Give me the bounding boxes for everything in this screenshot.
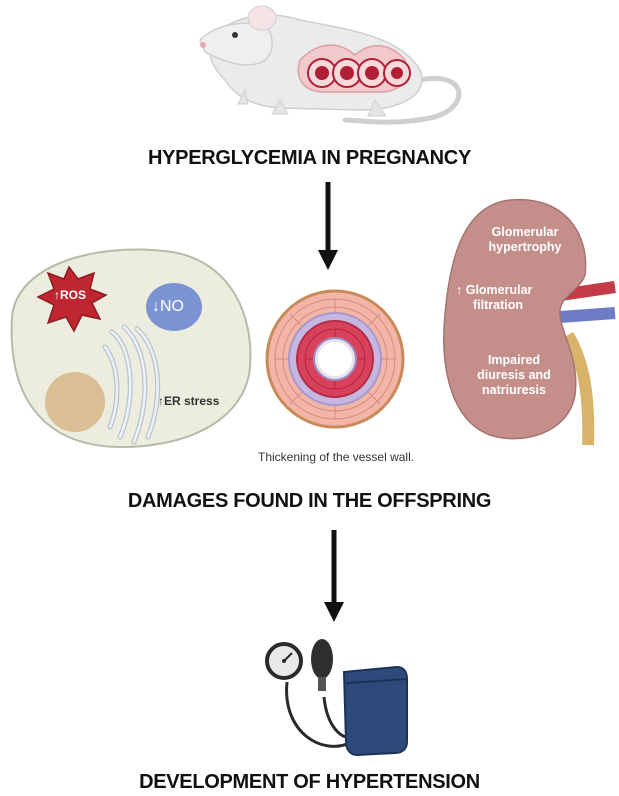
ros-star-icon bbox=[36, 265, 108, 333]
kidney-label-1-line-1: Glomerular bbox=[491, 225, 559, 239]
fetus-icon bbox=[357, 58, 387, 88]
arrow-down-icon bbox=[324, 530, 344, 622]
heading-damages: DAMAGES FOUND IN THE OFFSPRING bbox=[127, 490, 492, 512]
pump-bulb bbox=[311, 639, 333, 679]
nucleus bbox=[45, 372, 105, 432]
ros-label: ↑ROS bbox=[54, 288, 87, 302]
ureter bbox=[562, 331, 595, 446]
cell-membrane bbox=[10, 248, 252, 449]
fetus-icon bbox=[307, 58, 337, 88]
kidney-label-3-line-3: natriuresis bbox=[482, 383, 546, 397]
pregnant-mouse-icon bbox=[199, 5, 462, 125]
kidney-diagram bbox=[443, 198, 616, 446]
no-blob bbox=[146, 283, 202, 331]
vessel-caption: Thickening of the vessel wall. bbox=[258, 450, 415, 464]
mouse-tail bbox=[342, 75, 462, 125]
kidney bbox=[443, 198, 587, 440]
kidney-label-2-line-1: ↑ Glomerular bbox=[456, 283, 533, 297]
mouse-ear bbox=[247, 5, 277, 31]
arrow-down-icon bbox=[318, 182, 338, 270]
cell-diagram bbox=[10, 248, 252, 449]
endoplasmic-reticulum-inner bbox=[103, 325, 159, 444]
kidney-label-3: Impaired diuresis and natriuresis bbox=[470, 353, 558, 398]
cuff bbox=[342, 665, 408, 757]
kidney-label-3-line-1: Impaired bbox=[487, 353, 541, 367]
mouse-nose bbox=[200, 42, 206, 48]
kidney-label-3-line-2: diuresis and bbox=[477, 368, 551, 382]
blood-pressure-monitor-icon bbox=[265, 639, 408, 757]
kidney-label-2-line-2: filtration bbox=[473, 298, 523, 312]
fetus-icon bbox=[383, 59, 411, 87]
er-stress-label: ↑ER stress bbox=[158, 394, 220, 408]
heading-hyperglycemia: HYPERGLYCEMIA IN PREGNANCY bbox=[148, 147, 471, 169]
heading-hypertension: DEVELOPMENT OF HYPERTENSION bbox=[139, 771, 480, 793]
kidney-label-1: Glomerular hypertrophy bbox=[470, 225, 580, 255]
mouse-head bbox=[199, 22, 273, 66]
fetus-icon bbox=[332, 58, 362, 88]
renal-vein bbox=[559, 307, 616, 323]
mouse-eye bbox=[232, 32, 238, 38]
blood-vessel-cross-section bbox=[265, 289, 405, 429]
kidney-label-1-line-2: hypertrophy bbox=[488, 240, 562, 254]
kidney-label-2: ↑ Glomerular filtration bbox=[456, 283, 532, 313]
no-label: ↓NO bbox=[152, 298, 184, 315]
